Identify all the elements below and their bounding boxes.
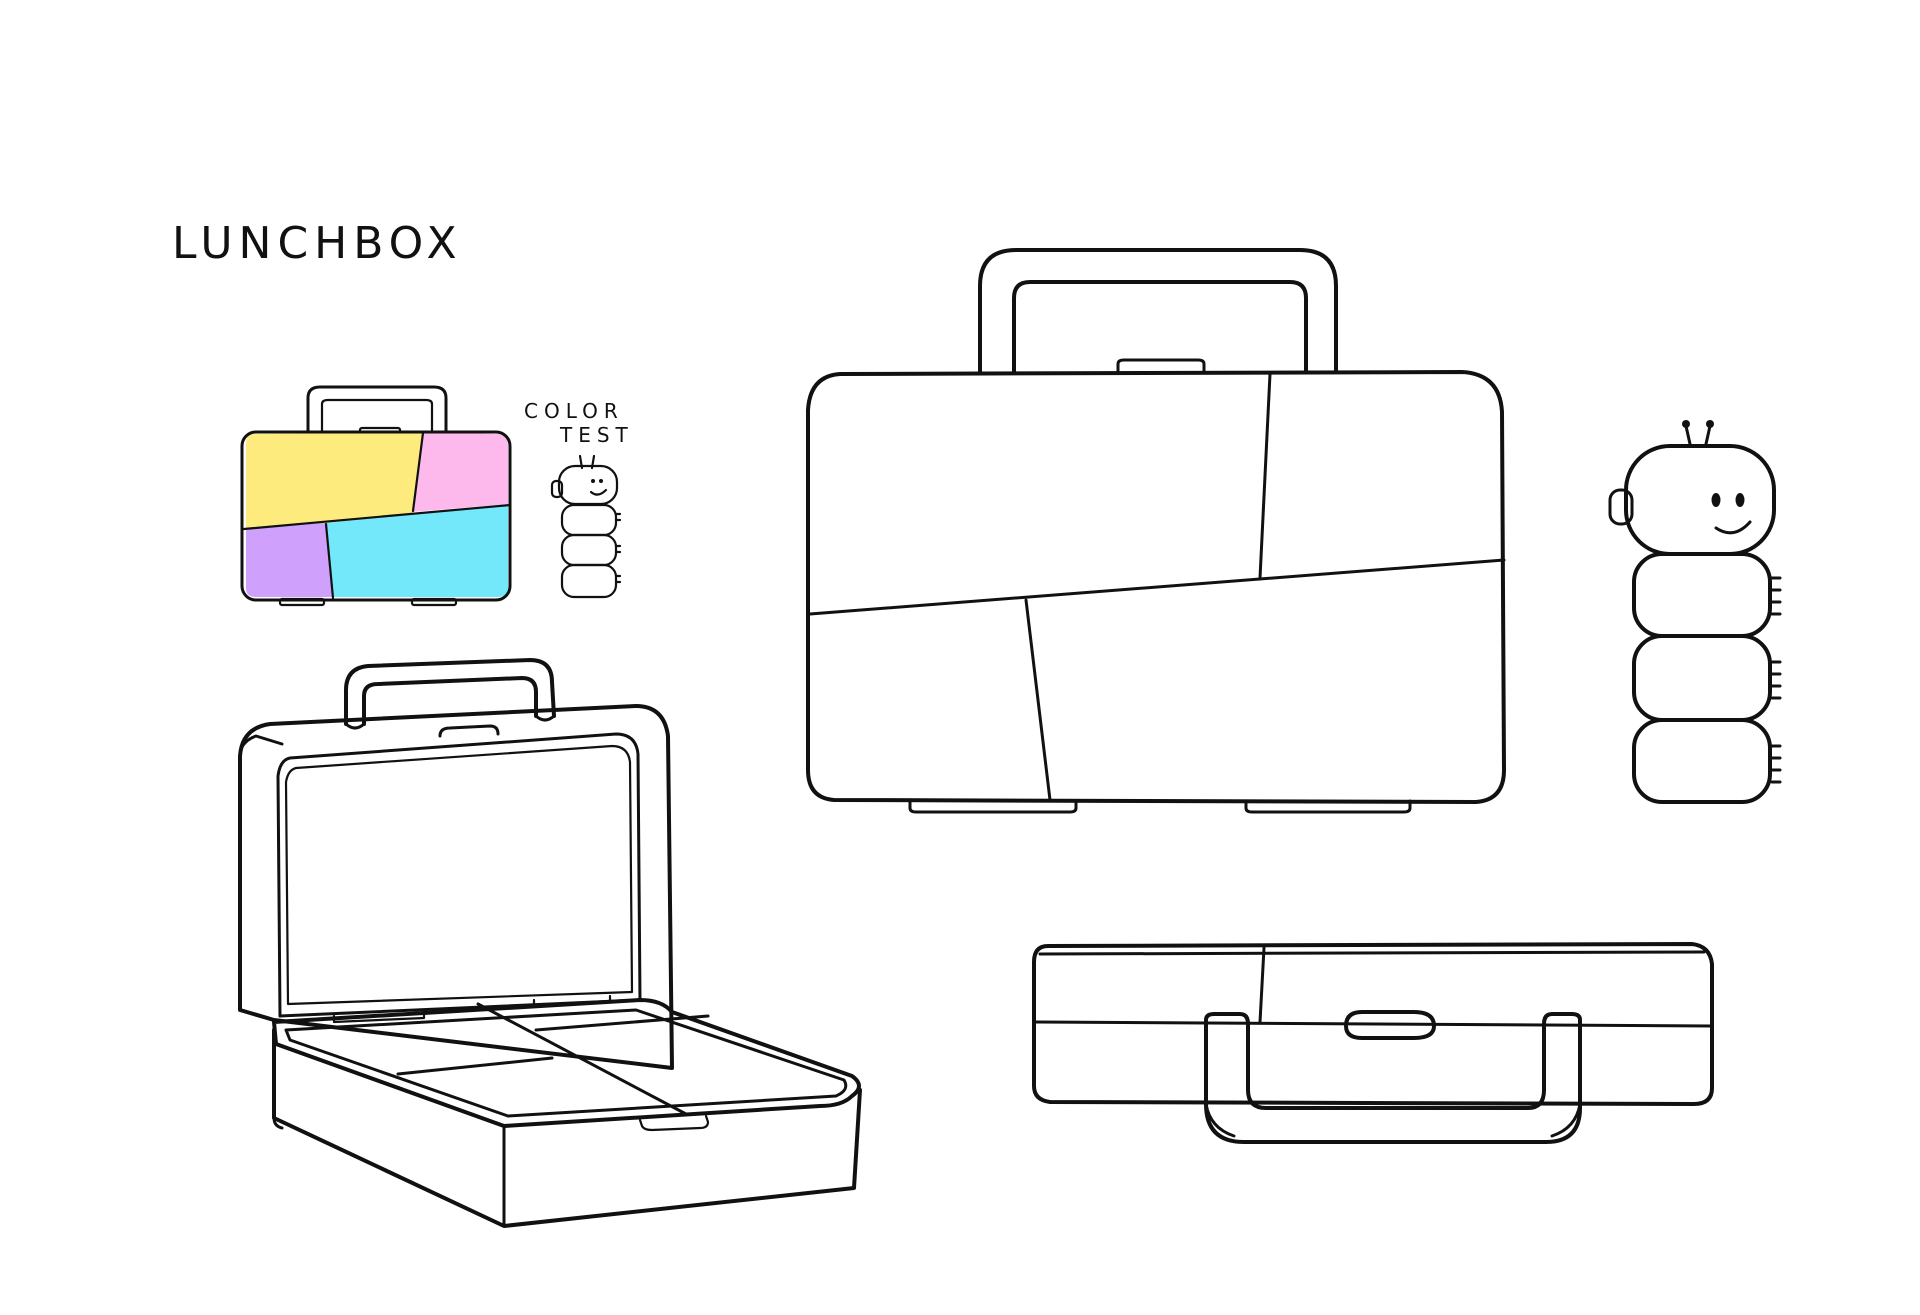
lunchbox-front-view xyxy=(806,248,1506,814)
color-test-lunchbox xyxy=(240,385,512,607)
color-test-panel-pink xyxy=(412,432,508,512)
color-test-label-line2: TEST xyxy=(559,423,634,447)
color-test-label-line1: COLOR xyxy=(524,399,624,423)
front-view-handle xyxy=(978,248,1338,374)
color-test-bottle-segment-pink xyxy=(560,563,618,599)
color-test-bottle-segment-purple xyxy=(560,503,618,537)
caterpillar-segment-2 xyxy=(1632,634,1772,722)
open-view-tray xyxy=(272,998,861,1128)
side-view-body xyxy=(1032,942,1714,1106)
lunchbox-side-view xyxy=(1032,942,1714,1144)
lunchbox-open-view xyxy=(238,658,862,1228)
caterpillar-eye-left xyxy=(1711,493,1721,507)
open-view-lid xyxy=(238,704,674,1070)
caterpillar-smile xyxy=(1714,520,1752,535)
color-test-panel-purple xyxy=(246,523,333,597)
color-test-panel-yellow xyxy=(246,432,423,528)
sheet-title: LUNCHBOX xyxy=(172,218,463,269)
side-view-handle xyxy=(1204,1012,1582,1144)
caterpillar-segment-1 xyxy=(1632,552,1772,638)
color-test-handle xyxy=(306,385,448,434)
open-view-handle xyxy=(344,658,556,726)
caterpillar-eye-right xyxy=(1735,493,1745,507)
caterpillar-head xyxy=(1624,444,1776,556)
color-test-panel-cyan xyxy=(326,504,508,597)
front-view-body xyxy=(806,370,1506,804)
caterpillar-segment-3 xyxy=(1632,718,1772,804)
color-test-bottle-segment-cyan xyxy=(560,533,618,567)
color-test-bottle xyxy=(550,454,622,599)
color-test-bottle-head xyxy=(557,464,619,506)
side-view-latch xyxy=(1344,1010,1436,1040)
caterpillar-bottle xyxy=(1608,420,1782,804)
